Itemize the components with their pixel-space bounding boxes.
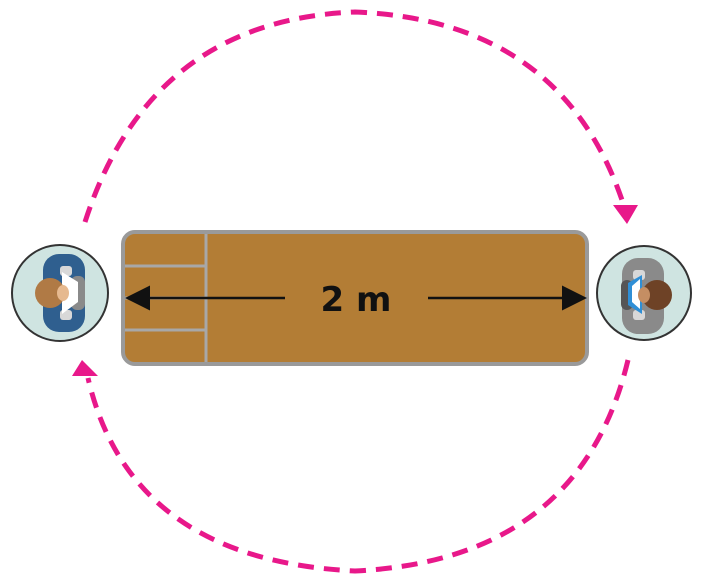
person-top-view-icon	[621, 258, 672, 334]
distance-label: 2 m	[321, 280, 392, 320]
top-arc	[82, 9, 638, 224]
person-top-view-icon	[35, 254, 85, 332]
measurement: 2 m	[125, 280, 587, 320]
bottom-arc-arrowhead	[72, 360, 98, 376]
right-person	[596, 245, 692, 341]
top-arc-arrowhead	[613, 205, 638, 224]
bottom-arc-path	[85, 359, 631, 574]
bottom-arc	[72, 359, 631, 574]
left-person	[11, 244, 109, 342]
top-arc-path	[82, 9, 625, 223]
table-top	[121, 230, 589, 366]
